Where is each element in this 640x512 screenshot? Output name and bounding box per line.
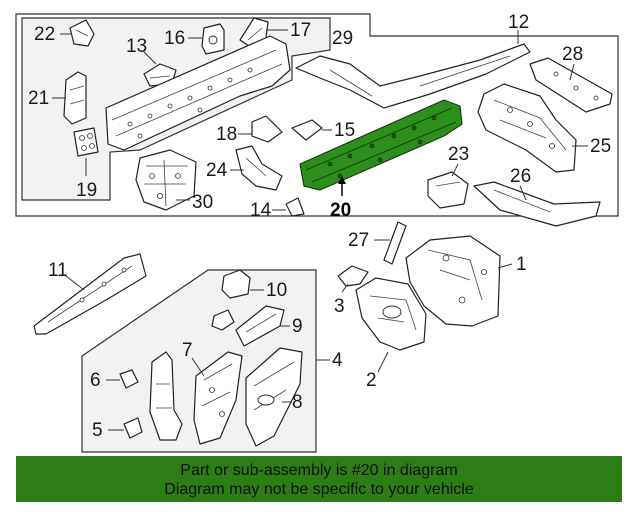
callout-8: 8 [292, 392, 303, 413]
part-23-bracket[interactable] [427, 171, 469, 209]
callout-29: 29 [332, 28, 353, 49]
part-16-block[interactable] [201, 23, 225, 55]
part-9-small-block[interactable] [211, 309, 235, 331]
part-5-clip[interactable] [123, 417, 143, 439]
callout-20: 20 [330, 200, 351, 221]
callout-15: 15 [334, 120, 355, 141]
part-2-housing[interactable] [355, 277, 427, 351]
part-3-bracket[interactable] [337, 265, 369, 287]
callout-26: 26 [510, 166, 531, 187]
callout-12: 12 [508, 12, 529, 33]
callout-6: 6 [90, 370, 101, 391]
part-25-housing[interactable] [477, 83, 577, 173]
callout-18: 18 [216, 124, 237, 145]
part-11-rail[interactable] [33, 253, 147, 335]
callout-17: 17 [290, 20, 311, 41]
callout-7: 7 [182, 340, 193, 361]
part-29-rail[interactable] [105, 35, 291, 151]
callout-21: 21 [28, 88, 49, 109]
callout-14: 14 [250, 200, 272, 221]
part-8-pillar[interactable] [245, 347, 303, 447]
part-7-pillar[interactable] [193, 351, 243, 445]
callout-28: 28 [562, 44, 583, 65]
part-14-clip[interactable] [285, 197, 305, 217]
callout-9: 9 [292, 316, 303, 337]
part-22-bracket[interactable] [69, 19, 95, 47]
part-6-clip[interactable] [119, 369, 139, 389]
part-28-bracket[interactable] [529, 57, 613, 113]
callout-25: 25 [590, 136, 611, 157]
part-4-pillar[interactable] [149, 351, 183, 441]
callout-11: 11 [48, 260, 68, 281]
callout-22: 22 [34, 24, 55, 45]
callout-13: 13 [126, 36, 147, 57]
callout-4: 4 [332, 350, 343, 371]
part-27-bolt[interactable] [383, 221, 407, 265]
part-15-bracket[interactable] [291, 119, 323, 141]
banner-line-2: Diagram may not be specific to your vehi… [164, 481, 474, 498]
part-20-arrow [338, 176, 346, 196]
part-19-plate[interactable] [73, 127, 99, 157]
callout-3: 3 [334, 296, 345, 317]
part-30-assembly[interactable] [135, 149, 197, 211]
info-banner: Part or sub-assembly is #20 in diagram D… [16, 456, 622, 502]
part-24-bracket[interactable] [235, 145, 283, 191]
banner-line-1: Part or sub-assembly is #20 in diagram [180, 462, 458, 479]
part-1-housing[interactable] [405, 235, 501, 327]
callout-1: 1 [516, 254, 527, 275]
callout-2: 2 [366, 370, 377, 391]
callout-30: 30 [192, 192, 213, 213]
callout-19: 19 [76, 180, 97, 201]
part-9-rail[interactable] [235, 305, 285, 347]
callout-5: 5 [92, 420, 103, 441]
callout-16: 16 [164, 28, 185, 49]
part-21-bracket[interactable] [63, 71, 87, 125]
part-12-rail[interactable] [295, 43, 531, 109]
callout-23: 23 [448, 144, 469, 165]
part-26-panel[interactable] [473, 181, 601, 227]
part-10-block[interactable] [221, 269, 251, 299]
callout-10: 10 [266, 280, 287, 301]
part-20-highlighted-rail[interactable] [299, 99, 463, 191]
callout-24: 24 [206, 160, 228, 181]
callout-27: 27 [348, 230, 369, 251]
